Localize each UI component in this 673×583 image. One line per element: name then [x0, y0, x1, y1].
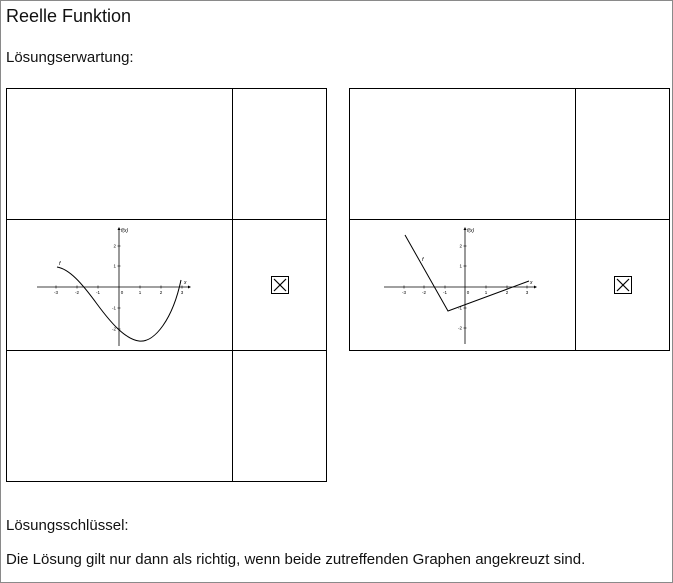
y-tick-label: -2 — [458, 326, 462, 331]
x-axis-label: x — [183, 280, 187, 286]
graph-cell-piecewise: -3 -2 -1 0 1 2 3 2 1 -1 -2 f(x) x f — [349, 219, 576, 351]
check-cell-empty — [232, 88, 327, 220]
piecewise-linear-graph: -3 -2 -1 0 1 2 3 2 1 -1 -2 f(x) x f — [384, 227, 537, 344]
expected-solution-heading: Lösungserwartung: — [6, 49, 134, 66]
x-tick-label: 0 — [121, 290, 124, 295]
x-axis-label: x — [529, 280, 533, 286]
checkbox-checked[interactable] — [270, 276, 289, 294]
answer-grid-right: -3 -2 -1 0 1 2 3 2 1 -1 -2 f(x) x f — [349, 88, 670, 351]
x-tick-label: -2 — [75, 290, 79, 295]
check-cell-empty — [575, 88, 670, 220]
x-tick-label: -3 — [54, 290, 58, 295]
y-tick-label: 2 — [459, 244, 462, 249]
graph-cell-empty — [6, 350, 233, 482]
x-tick-label: 2 — [160, 290, 163, 295]
y-axis-label: f(x) — [467, 228, 475, 234]
function-polyline — [404, 234, 530, 312]
checkbox-checked[interactable] — [613, 276, 632, 294]
y-tick-label: 2 — [113, 244, 116, 249]
check-cell-empty — [232, 350, 327, 482]
y-tick-label: -2 — [112, 327, 116, 332]
cross-mark-icon — [616, 278, 629, 292]
graph-cell-empty — [6, 88, 233, 220]
y-tick-label: -1 — [112, 306, 116, 311]
x-tick-label: -2 — [422, 290, 426, 295]
y-tick-label: 1 — [113, 264, 116, 269]
x-tick-label: 0 — [467, 290, 470, 295]
x-tick-label: 3 — [526, 290, 529, 295]
x-tick-label: 1 — [485, 290, 488, 295]
answer-grid-left: -3 -2 -1 0 1 2 3 2 1 -1 -2 f(x) x f — [6, 88, 327, 482]
curve-function-graph: -3 -2 -1 0 1 2 3 2 1 -1 -2 f(x) x f — [37, 227, 191, 346]
y-axis-arrow — [117, 227, 121, 230]
function-label: f — [422, 257, 424, 263]
check-cell — [232, 219, 327, 351]
cross-mark-icon — [273, 278, 286, 292]
x-axis-arrow — [534, 285, 537, 289]
y-tick-label: 1 — [459, 264, 462, 269]
x-tick-label: 1 — [139, 290, 142, 295]
graph-cell-curve: -3 -2 -1 0 1 2 3 2 1 -1 -2 f(x) x f — [6, 219, 233, 351]
x-tick-label: 2 — [506, 290, 509, 295]
x-axis-arrow — [188, 285, 191, 289]
x-tick-label: -1 — [443, 290, 447, 295]
answer-key-text: Die Lösung gilt nur dann als richtig, we… — [6, 551, 586, 568]
answer-key-heading: Lösungsschlüssel: — [6, 517, 129, 534]
y-tick-label: -1 — [458, 306, 462, 311]
task-title: Reelle Funktion — [6, 6, 132, 26]
function-label: f — [59, 261, 61, 267]
x-tick-label: 3 — [181, 290, 184, 295]
function-curve — [56, 266, 182, 342]
x-tick-label: -3 — [402, 290, 406, 295]
graph-cell-empty — [349, 88, 576, 220]
x-tick-label: -1 — [96, 290, 100, 295]
check-cell — [575, 219, 670, 351]
y-axis-label: f(x) — [121, 228, 129, 234]
y-axis-arrow — [463, 227, 467, 230]
